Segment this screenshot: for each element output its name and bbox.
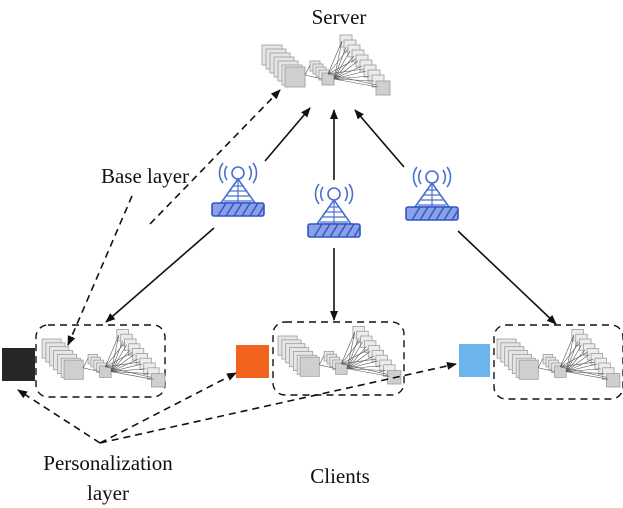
personalization-label-line1: Personalization — [43, 451, 173, 475]
personal-square-1 — [2, 348, 35, 381]
wireless-tower-icon-right — [405, 166, 459, 221]
personal-square-2 — [236, 345, 269, 378]
downlink-arrow-left — [105, 227, 215, 323]
uplink-arrow-left — [264, 107, 311, 162]
downlink-arrow-right — [457, 230, 557, 325]
server-network-icon — [261, 34, 391, 96]
personal-square-3 — [459, 344, 490, 377]
client-box-2 — [272, 321, 405, 396]
clients-label: Clients — [310, 464, 370, 488]
client-box-3 — [493, 324, 623, 400]
base-layer-arrow-to-client — [67, 195, 133, 346]
personalization-label-line2: layer — [87, 481, 129, 505]
personalization-arrow-1 — [17, 389, 101, 444]
server-label: Server — [312, 5, 367, 29]
personalization-arrow-2 — [99, 372, 237, 444]
client-1-network-icon — [41, 329, 166, 388]
client-box-1 — [35, 324, 166, 398]
wireless-tower-icon-center — [307, 183, 361, 238]
client-3-network-icon — [496, 329, 621, 388]
base-layer-label: Base layer — [101, 164, 189, 188]
personalization-arrow-3 — [99, 362, 457, 444]
client-2-network-icon — [277, 326, 402, 385]
uplink-arrow-right — [354, 109, 405, 168]
wireless-tower-icon-left — [211, 162, 265, 217]
